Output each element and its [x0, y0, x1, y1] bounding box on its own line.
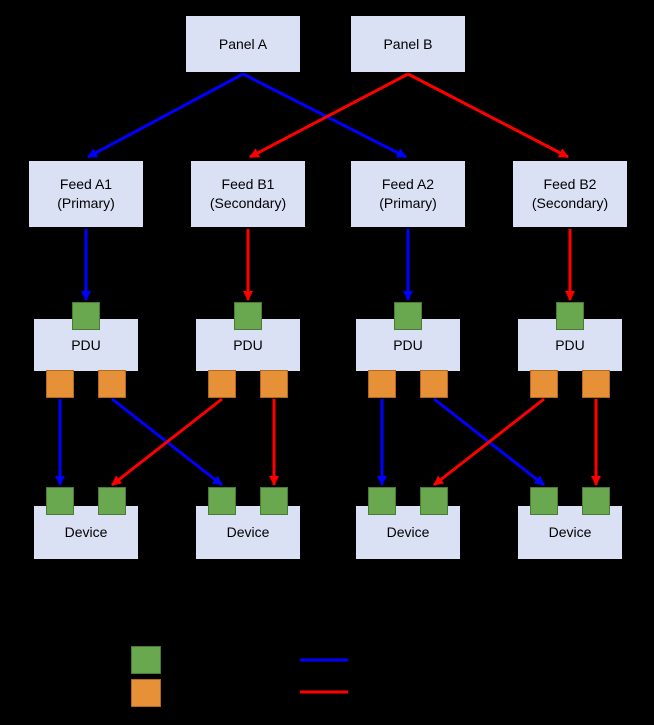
pdu-2-output-port-right-icon: [260, 370, 288, 398]
node-feed-b1: Feed B1 (Secondary): [190, 160, 306, 228]
edge-panel_a_bottom-to-feed_a1_top: [87, 72, 244, 159]
edge-panel_b_bottom-to-feed_b1_top: [249, 72, 409, 159]
node-feed-b2: Feed B2 (Secondary): [512, 160, 628, 228]
pdu-2-input-port-icon: [234, 302, 262, 330]
node-device-4-label: Device: [548, 524, 592, 540]
node-device-1-label: Device: [64, 524, 108, 540]
legend-orange-square-icon: [131, 679, 161, 707]
node-feed-a1: Feed A1 (Primary): [28, 160, 144, 228]
node-pdu-1-label: PDU: [71, 336, 101, 353]
pdu-3-input-port-icon: [394, 302, 422, 330]
node-feed-a1-role: (Primary): [57, 195, 115, 211]
legend-green-square-icon: [131, 646, 161, 674]
node-feed-a2-name: Feed A2: [381, 176, 435, 192]
node-feed-a2-role: (Primary): [379, 195, 437, 211]
pdu-1-output-port-left-icon: [46, 370, 74, 398]
device-3-input-port-left-icon: [368, 487, 396, 515]
node-feed-a2: Feed A2 (Primary): [350, 160, 466, 228]
device-1-input-port-left-icon: [46, 487, 74, 515]
device-4-input-port-left-icon: [530, 487, 558, 515]
node-feed-b1-name: Feed B1: [221, 176, 275, 192]
edge-panel_b_bottom-to-feed_b2_top: [407, 72, 569, 159]
node-pdu-4: PDU: [517, 318, 623, 372]
edge-pdu4_out_left-to-device3_in_right: [433, 397, 545, 487]
pdu-1-output-port-right-icon: [98, 370, 126, 398]
edge-pdu3_out_right-to-device4_in_left: [433, 397, 545, 487]
node-pdu-2-label: PDU: [233, 336, 263, 353]
edge-panel_a_bottom-to-feed_a2_top: [242, 72, 407, 159]
node-feed-b2-role: (Secondary): [531, 195, 609, 211]
edge-pdu1_out_right-to-device2_in_left: [111, 397, 223, 487]
node-feed-a1-name: Feed A1: [59, 176, 113, 192]
node-pdu-3-label: PDU: [393, 336, 423, 353]
edge-pdu2_out_left-to-device1_in_right: [111, 397, 223, 487]
pdu-4-input-port-icon: [556, 302, 584, 330]
device-1-input-port-right-icon: [98, 487, 126, 515]
node-panel-a: Panel A: [185, 15, 301, 73]
device-4-input-port-right-icon: [582, 487, 610, 515]
device-3-input-port-right-icon: [420, 487, 448, 515]
pdu-4-output-port-right-icon: [582, 370, 610, 398]
node-pdu-2: PDU: [195, 318, 301, 372]
node-panel-b-label: Panel B: [383, 35, 433, 52]
pdu-2-output-port-left-icon: [208, 370, 236, 398]
node-pdu-4-label: PDU: [555, 336, 585, 353]
device-2-input-port-right-icon: [260, 487, 288, 515]
pdu-3-output-port-left-icon: [368, 370, 396, 398]
node-feed-b2-name: Feed B2: [543, 176, 597, 192]
node-feed-b1-role: (Secondary): [209, 195, 287, 211]
node-panel-a-label: Panel A: [218, 35, 268, 52]
pdu-3-output-port-right-icon: [420, 370, 448, 398]
node-panel-b: Panel B: [350, 15, 466, 73]
pdu-1-input-port-icon: [72, 302, 100, 330]
device-2-input-port-left-icon: [208, 487, 236, 515]
node-device-3-label: Device: [386, 524, 430, 540]
pdu-4-output-port-left-icon: [530, 370, 558, 398]
node-device-2-label: Device: [226, 524, 270, 540]
